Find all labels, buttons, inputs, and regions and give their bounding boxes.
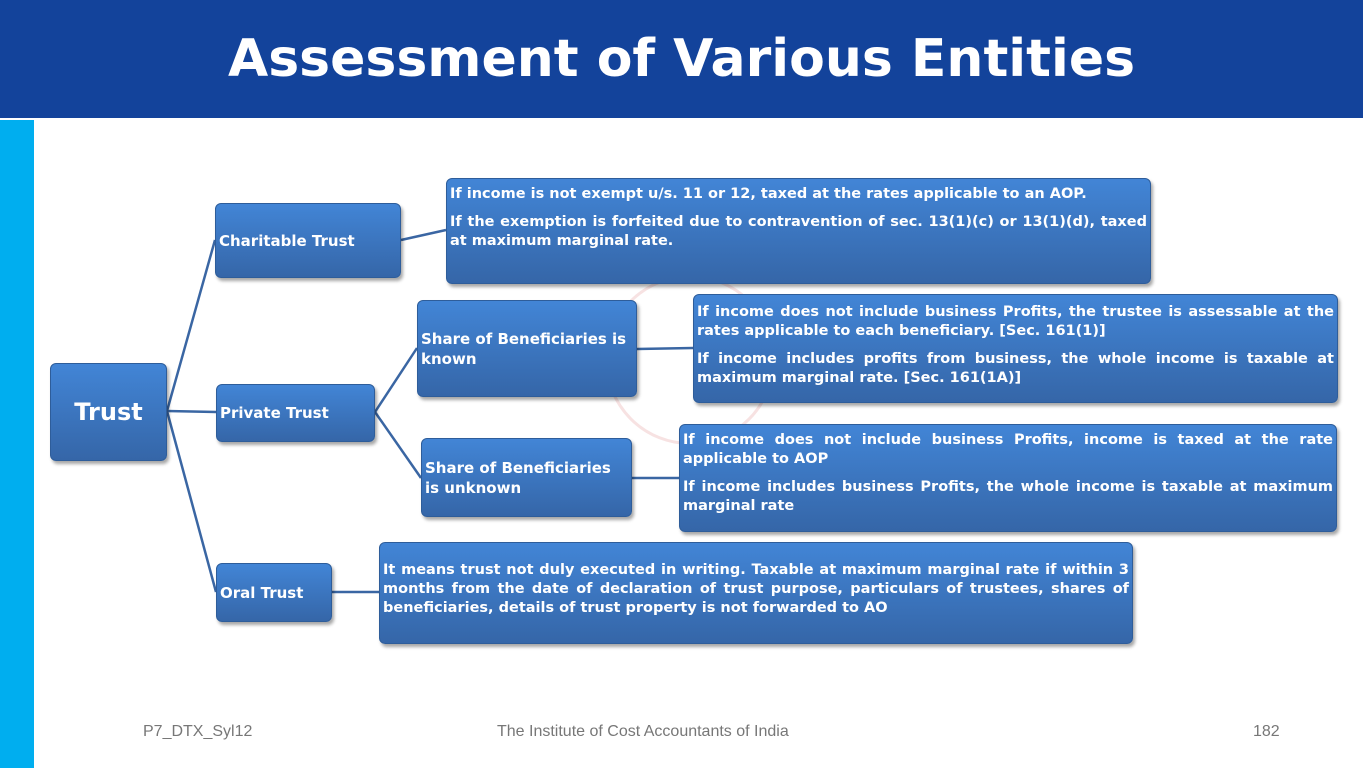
title-bar: Assessment of Various Entities: [0, 0, 1363, 118]
share-unknown-label: Share of Beneficiaries is unknown: [425, 458, 611, 497]
oral-trust-label: Oral Trust: [220, 583, 304, 602]
sidebar-accent: [0, 120, 34, 768]
share-unknown-node: Share of Beneficiaries is unknown: [421, 438, 632, 517]
desc-text: It means trust not duly executed in writ…: [383, 562, 1129, 616]
connector: [400, 228, 447, 242]
connector: [166, 409, 217, 414]
trust-node: Trust: [50, 363, 167, 461]
charitable-trust-desc: If income is not exempt u/s. 11 or 12, t…: [446, 178, 1151, 284]
trust-label: Trust: [74, 398, 143, 426]
oral-trust-desc: It means trust not duly executed in writ…: [379, 542, 1133, 644]
desc-text: If income does not include business Prof…: [683, 432, 1333, 467]
share-unknown-desc: If income does not include business Prof…: [679, 424, 1337, 532]
connector: [373, 347, 419, 413]
charitable-trust-label: Charitable Trust: [219, 231, 355, 250]
footer-institute: The Institute of Cost Accountants of Ind…: [497, 723, 789, 740]
private-trust-node: Private Trust: [216, 384, 375, 442]
oral-trust-node: Oral Trust: [216, 563, 332, 622]
charitable-trust-node: Charitable Trust: [215, 203, 401, 278]
share-known-desc: If income does not include business Prof…: [693, 294, 1338, 403]
desc-text: If income includes profits from business…: [697, 351, 1334, 386]
slide-title: Assessment of Various Entities: [227, 29, 1136, 89]
footer-code: P7_DTX_Syl12: [143, 723, 253, 740]
page-number: 182: [1253, 723, 1280, 740]
connector: [636, 346, 694, 351]
connector: [165, 239, 217, 412]
desc-text: If income is not exempt u/s. 11 or 12, t…: [450, 186, 1087, 202]
desc-text: If income includes business Profits, the…: [683, 479, 1333, 514]
share-known-node: Share of Beneficiaries is known: [417, 300, 637, 397]
private-trust-label: Private Trust: [220, 404, 329, 422]
desc-text: If income does not include business Prof…: [697, 304, 1334, 339]
connector: [165, 410, 218, 593]
share-known-label: Share of Beneficiaries is known: [421, 329, 627, 368]
connector: [373, 411, 423, 479]
desc-text: If the exemption is forfeited due to con…: [450, 214, 1147, 249]
